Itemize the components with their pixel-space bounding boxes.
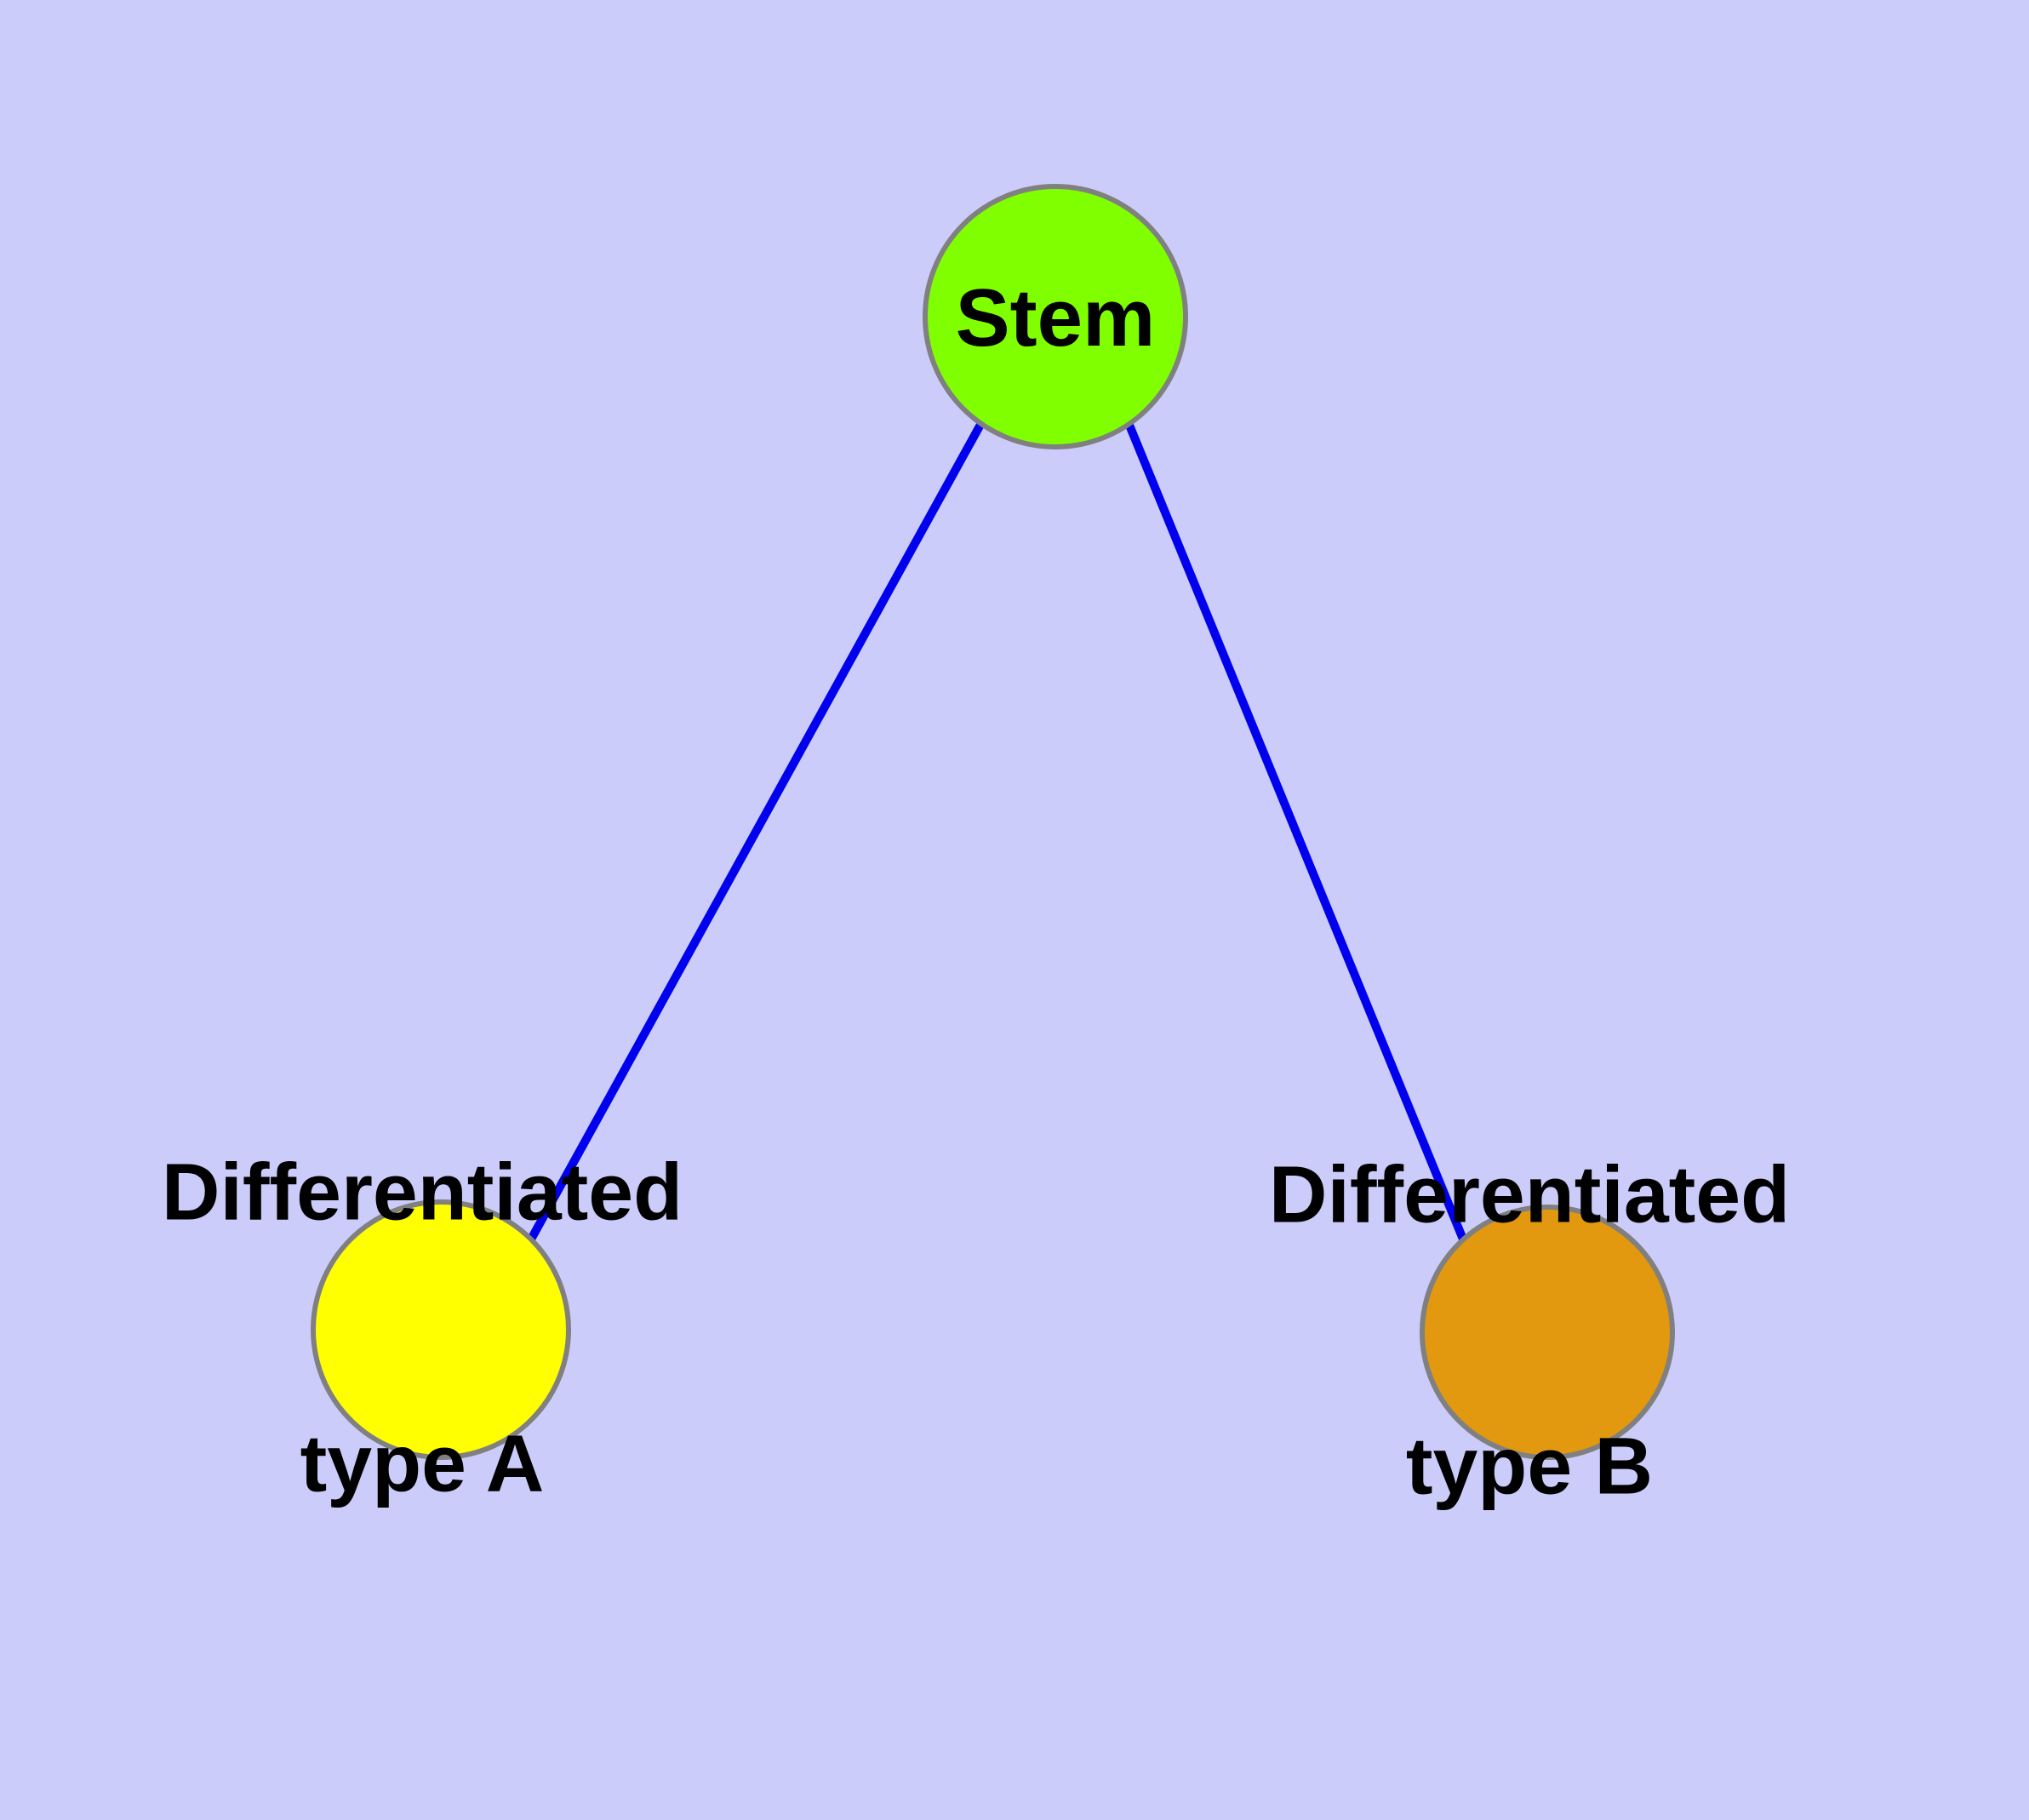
node-diff-b[interactable] [1420,1205,1675,1460]
edge-stem-to-diff-a[interactable] [523,421,986,1248]
node-diff-a[interactable] [311,1199,571,1460]
edge-layer [523,421,1470,1248]
node-stem[interactable] [923,184,1188,449]
node-layer [311,184,1675,1460]
edge-stem-to-diff-b[interactable] [1124,421,1470,1247]
